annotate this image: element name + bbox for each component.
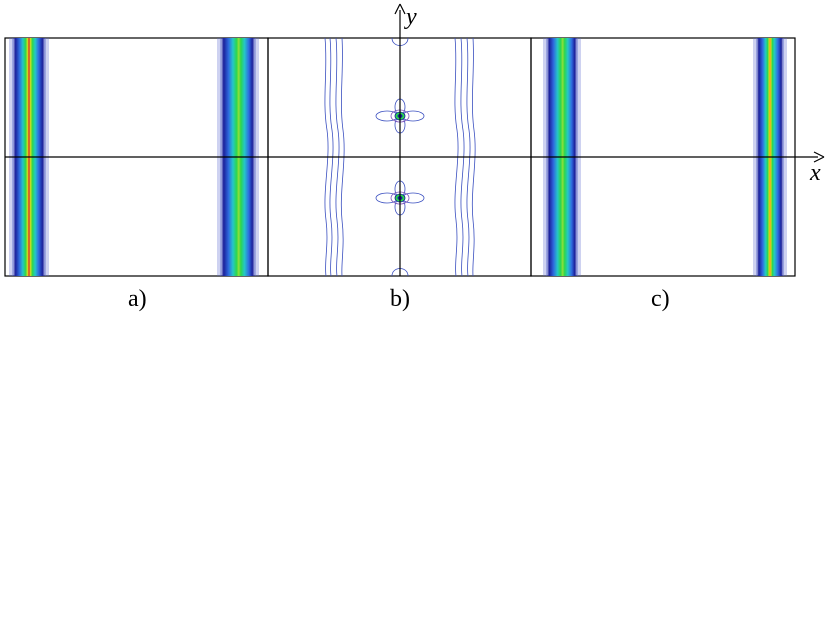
panel-a-label: a) xyxy=(128,286,147,312)
x-axis-label: x xyxy=(810,160,821,186)
panel-c-label: c) xyxy=(651,286,670,312)
panel-b-left-wavy-lines xyxy=(324,37,345,277)
panel-b-right-wavy-lines xyxy=(454,37,476,277)
x-axis-arrowhead xyxy=(813,151,825,163)
panel-b-label: b) xyxy=(390,286,410,312)
y-axis-arrowhead xyxy=(394,3,406,15)
coordinate-axes xyxy=(5,3,825,276)
y-axis-label: y xyxy=(406,4,417,30)
